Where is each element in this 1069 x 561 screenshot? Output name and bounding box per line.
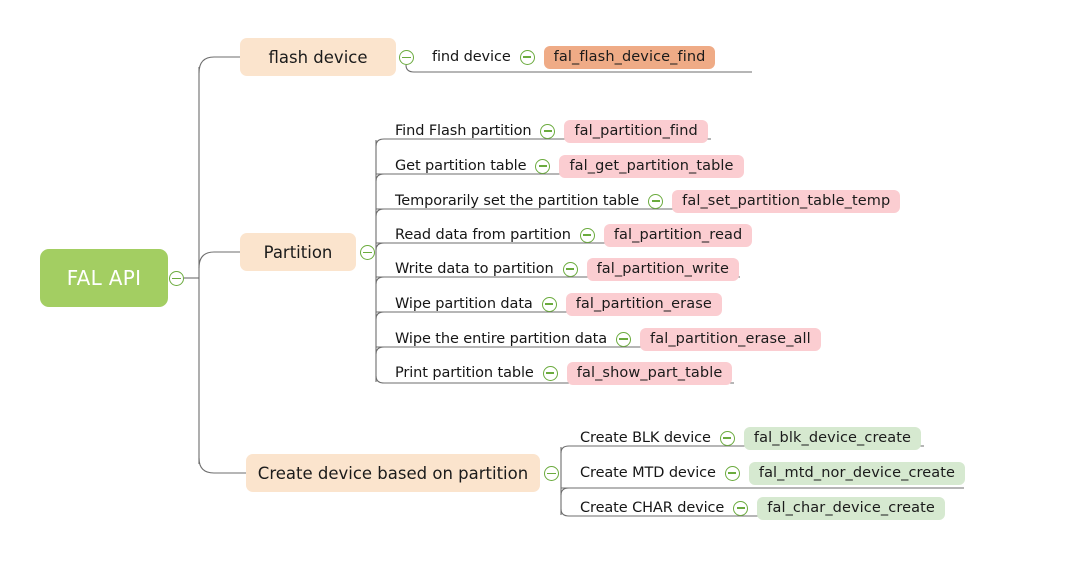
collapse-minus-icon-leaf[interactable] [616,331,631,347]
leaf-label: Create BLK device [580,430,711,446]
api-badge[interactable]: fal_partition_find [564,119,708,143]
list-item[interactable]: Create CHAR device fal_char_device_creat… [580,493,945,523]
collapse-minus-icon-leaf[interactable] [540,123,556,139]
collapse-minus-icon-leaf[interactable] [579,227,595,243]
api-badge[interactable]: fal_set_partition_table_temp [672,189,901,213]
collapse-minus-icon-leaf[interactable] [541,296,557,312]
collapse-minus-icon-leaf[interactable] [519,49,535,65]
api-badge[interactable]: fal_show_part_table [566,361,733,385]
leaf-label: Wipe partition data [395,296,533,312]
list-item[interactable]: Wipe partition data fal_partition_erase [395,289,722,319]
api-badge[interactable]: fal_mtd_nor_device_create [748,461,966,485]
branch-label-flash-device: flash device [268,47,368,67]
collapse-minus-icon-leaf[interactable] [542,365,558,381]
collapse-minus-icon-root[interactable] [169,271,184,286]
leaf-label: Wipe the entire partition data [395,331,607,347]
collapse-minus-icon-leaf[interactable] [535,158,551,174]
api-badge[interactable]: fal_partition_read [603,223,753,247]
collapse-minus-icon-create-device[interactable] [544,466,559,481]
list-item[interactable]: Get partition table fal_get_partition_ta… [395,151,744,181]
branch-label-create-device: Create device based on partition [257,463,529,483]
leaf-label: Create MTD device [580,465,716,481]
leaf-label: Print partition table [395,365,534,381]
branch-node-create-device[interactable]: Create device based on partition [246,454,540,492]
api-badge[interactable]: fal_blk_device_create [743,426,922,450]
collapse-minus-icon-partition[interactable] [360,245,375,260]
collapse-minus-icon-leaf[interactable] [724,465,740,481]
list-item[interactable]: Create BLK device fal_blk_device_create [580,423,922,453]
leaf-label: Read data from partition [395,227,571,243]
list-item[interactable]: Wipe the entire partition data fal_parti… [395,324,821,354]
leaf-label: Find Flash partition [395,123,532,139]
api-badge[interactable]: fal_partition_write [586,257,739,281]
branch-label-partition: Partition [263,242,333,262]
list-item[interactable]: find device fal_flash_device_find [432,42,716,72]
list-item[interactable]: Write data to partition fal_partition_wr… [395,254,739,284]
api-badge[interactable]: fal_partition_erase_all [640,327,821,351]
collapse-minus-icon-leaf[interactable] [562,261,578,277]
branch-node-flash-device[interactable]: flash device [240,38,396,76]
api-badge[interactable]: fal_char_device_create [757,496,945,520]
root-node-label: FAL API [66,266,142,290]
root-node-fal-api[interactable]: FAL API [40,249,168,307]
list-item[interactable]: Print partition table fal_show_part_tabl… [395,358,733,388]
leaf-label: Get partition table [395,158,527,174]
leaf-label: find device [432,49,511,65]
collapse-minus-icon-leaf[interactable] [733,500,749,516]
api-badge[interactable]: fal_flash_device_find [543,45,716,69]
leaf-label: Create CHAR device [580,500,725,516]
leaf-label: Temporarily set the partition table [395,193,640,209]
collapse-minus-icon-flash-device[interactable] [399,50,414,65]
collapse-minus-icon-leaf[interactable] [719,430,735,446]
branch-node-partition[interactable]: Partition [240,233,356,271]
api-badge[interactable]: fal_partition_erase [565,292,722,316]
list-item[interactable]: Temporarily set the partition table fal_… [395,186,901,216]
list-item[interactable]: Find Flash partition fal_partition_find [395,116,708,146]
collapse-minus-icon-leaf[interactable] [648,193,664,209]
list-item[interactable]: Read data from partition fal_partition_r… [395,220,753,250]
leaf-label: Write data to partition [395,261,554,277]
api-badge[interactable]: fal_get_partition_table [559,154,744,178]
list-item[interactable]: Create MTD device fal_mtd_nor_device_cre… [580,458,966,488]
